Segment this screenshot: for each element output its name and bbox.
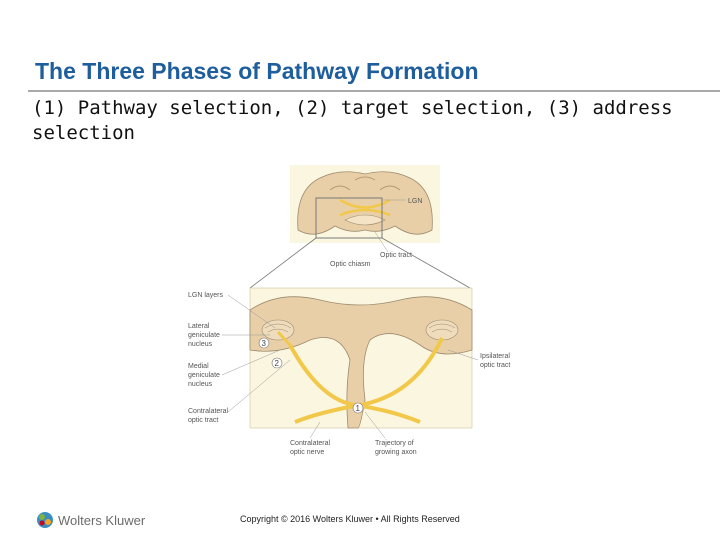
optic-chiasm-label: Optic chiasm bbox=[330, 261, 371, 268]
brain-folds bbox=[329, 176, 401, 191]
phase-3-marker bbox=[258, 337, 270, 349]
lgn-layers-left bbox=[264, 323, 292, 333]
lateral-geniculate-label-2: geniculate bbox=[188, 332, 220, 339]
lateral-geniculate-label-1: Lateral bbox=[188, 323, 210, 330]
lgn-label: LGN bbox=[408, 198, 422, 205]
phase-3-number: 3 bbox=[262, 339, 267, 348]
lateral-geniculate-label-3: nucleus bbox=[188, 341, 213, 348]
pathway-formation-figure: LGN Optic tract Optic chiasm 1 2 3 bbox=[180, 160, 540, 470]
contralateral-nerve-label-2: optic nerve bbox=[290, 449, 324, 456]
right-labels: Ipsilateral optic tract bbox=[447, 349, 510, 369]
enlarged-tissue bbox=[249, 296, 473, 429]
slide-title: The Three Phases of Pathway Formation bbox=[35, 58, 479, 84]
ventricle bbox=[344, 214, 386, 226]
phase-2-number: 2 bbox=[275, 359, 280, 368]
brain-inset: LGN Optic tract Optic chiasm bbox=[290, 165, 440, 268]
copyright-notice: Copyright © 2016 Wolters Kluwer • All Ri… bbox=[240, 514, 460, 524]
inset-axon-path-2 bbox=[339, 208, 391, 217]
lgn-left bbox=[261, 319, 295, 341]
lgn-layers-right bbox=[428, 323, 456, 333]
wolters-kluwer-logo: Wolters Kluwer bbox=[36, 510, 145, 530]
phase-2-marker bbox=[271, 357, 283, 369]
wolters-kluwer-globe-icon bbox=[37, 512, 53, 528]
medial-geniculate-label-1: Medial bbox=[188, 363, 209, 370]
brain-diagram: LGN Optic tract Optic chiasm 1 2 3 bbox=[188, 165, 510, 456]
ipsilateral-label-2: optic tract bbox=[480, 362, 510, 369]
trajectory-label-1: Trajectory of bbox=[375, 440, 414, 447]
inset-axon-path bbox=[339, 198, 391, 209]
phase-1-number: 1 bbox=[356, 404, 361, 413]
lgn-layers-label: LGN layers bbox=[188, 292, 224, 299]
phase-1-marker bbox=[352, 402, 364, 414]
trajectory-label-2: growing axon bbox=[375, 449, 417, 456]
medial-geniculate-label-2: geniculate bbox=[188, 372, 220, 379]
ipsilateral-label-1: Ipsilateral bbox=[480, 353, 510, 360]
zoom-box bbox=[315, 197, 383, 239]
optic-tract-label: Optic tract bbox=[380, 252, 412, 259]
slide-subtitle: (1) Pathway selection, (2) target select… bbox=[32, 97, 673, 144]
contralateral-tract-label-1: Contralateral bbox=[188, 408, 229, 415]
medial-geniculate-label-3: nucleus bbox=[188, 381, 213, 388]
contralateral-tract-label-2: optic tract bbox=[188, 417, 218, 424]
zoom-line-left bbox=[249, 237, 317, 289]
enlarged-panel: 1 2 3 bbox=[249, 287, 473, 429]
axon-to-lgn bbox=[276, 330, 292, 347]
left-labels: LGN layers Lateral geniculate nucleus Me… bbox=[188, 292, 291, 424]
bottom-labels: Contralateral optic nerve Trajectory of … bbox=[290, 411, 417, 456]
lgn-right bbox=[425, 319, 459, 341]
logo-text: Wolters Kluwer bbox=[58, 512, 146, 528]
contralateral-nerve-label-1: Contralateral bbox=[290, 440, 331, 447]
title-divider bbox=[28, 90, 720, 92]
brain-tissue bbox=[297, 171, 433, 235]
zoom-line-right bbox=[381, 237, 471, 289]
